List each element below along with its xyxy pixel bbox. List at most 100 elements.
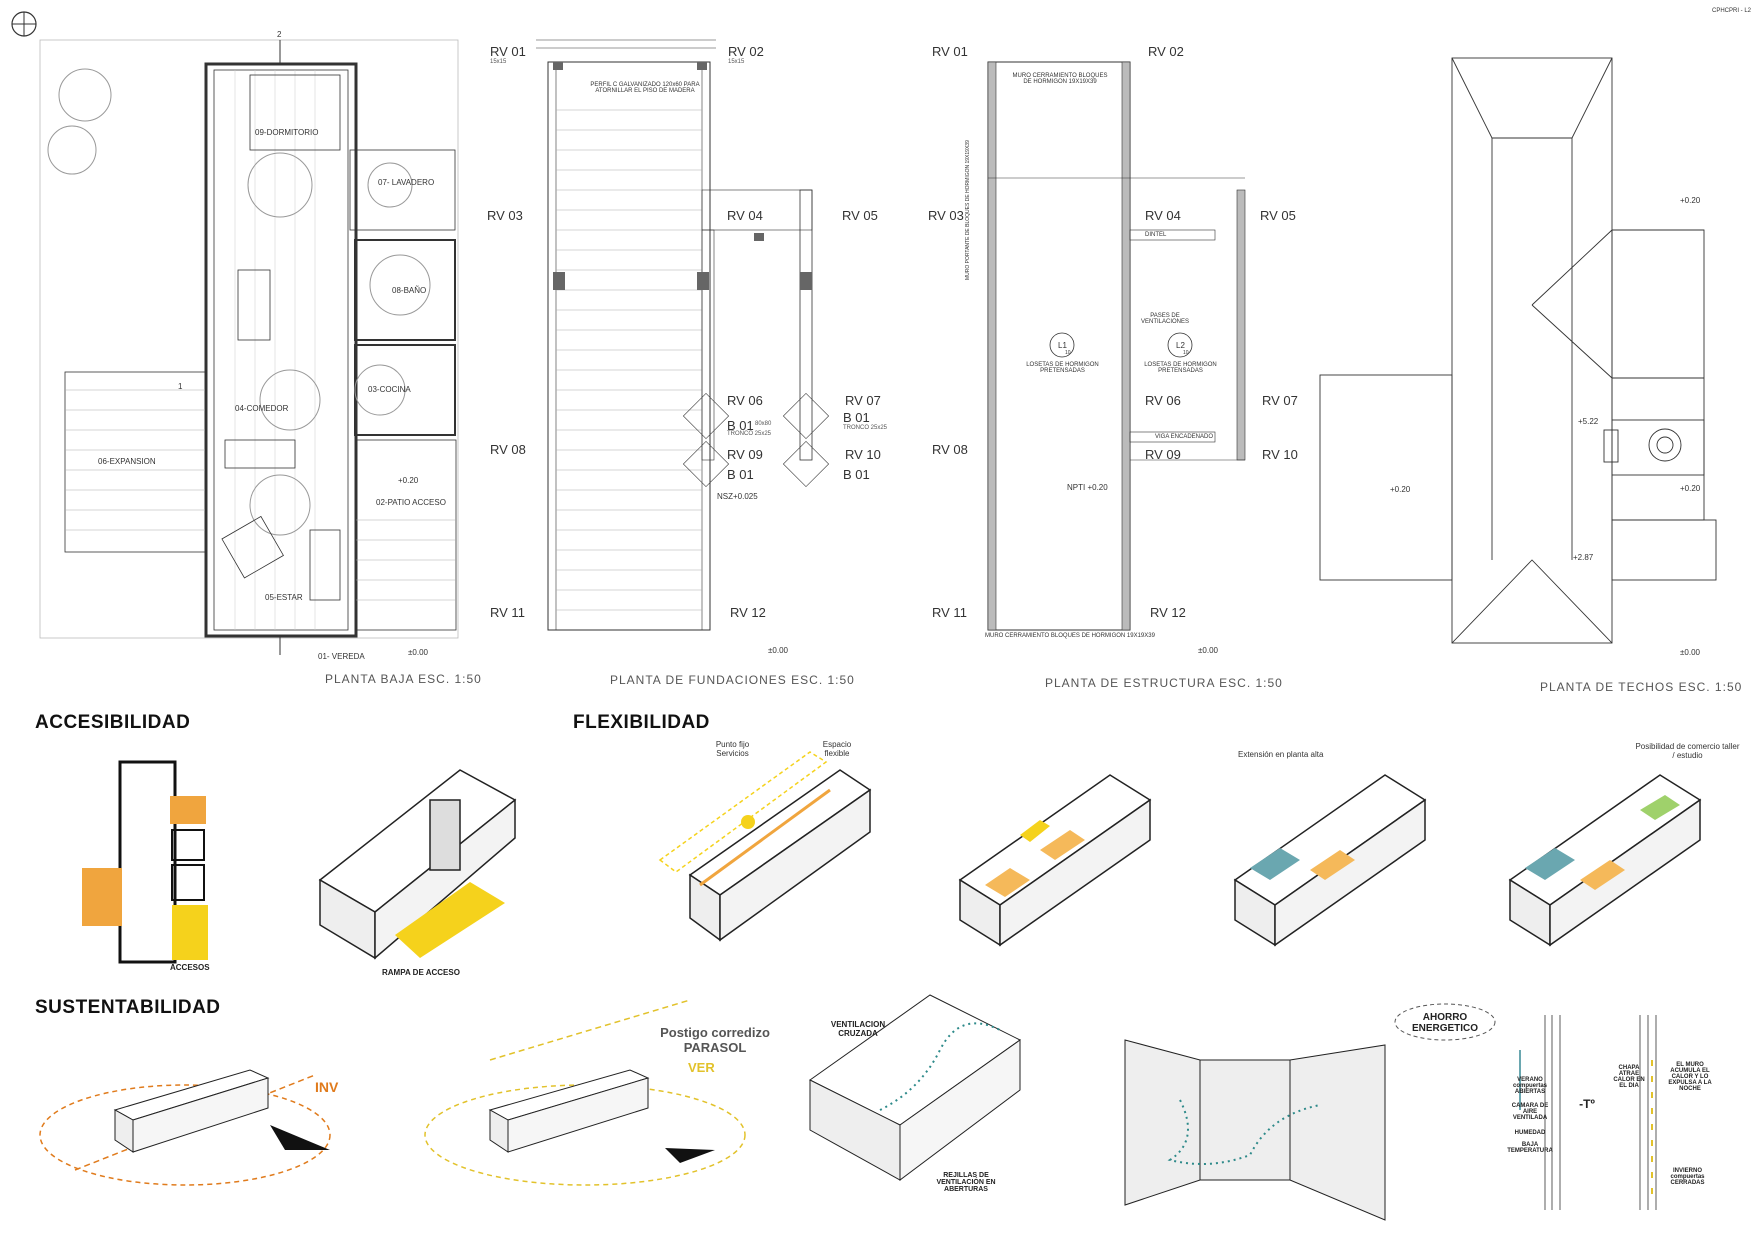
slab-text: LOSETAS DE HORMIGON PRETENSADAS [1144, 362, 1217, 374]
grid-label: RV 10 [845, 447, 881, 462]
grid-label: RV 12 [1150, 605, 1186, 620]
ver-label: VER [688, 1060, 715, 1075]
planta-baja-drawing [39, 39, 459, 655]
muro-label: EL MURO ACUMULA EL CALOR Y LO EXPULSA A … [1668, 1062, 1712, 1092]
grid-label: RV 03 [487, 208, 523, 223]
slab-text: LOSETAS DE HORMIGON PRETENSADAS [1026, 362, 1099, 374]
grid-label: RV 09 [1145, 447, 1181, 462]
grid-label: RV 09 [727, 447, 763, 462]
level-mark: ±0.00 [1680, 648, 1700, 657]
grid-label: RV 02 [728, 44, 764, 59]
flex-label: Espacio flexible [822, 740, 852, 758]
sustentabilidad-heading: SUSTENTABILIDAD [35, 997, 221, 1018]
sustentabilidad-inv-diagram [39, 1069, 331, 1186]
slab-id: L1 [1058, 341, 1067, 350]
grid-label: RV 04 [727, 208, 763, 223]
sustentabilidad-muro-section [1519, 1015, 1657, 1210]
chapa-label: CHAPA ATRAE CALOR EN EL DIA [1613, 1065, 1645, 1089]
grid-label: RV 11 [932, 605, 967, 620]
base-label: B 01 [727, 467, 754, 482]
postigo-label: Postigo corredizo PARASOL [660, 1025, 770, 1055]
slab-sub: 10 [1183, 350, 1189, 356]
level-mark: NSZ+0.025 [717, 492, 758, 501]
grid-label: RV 06 [727, 393, 763, 408]
grid-label: RV 08 [490, 442, 526, 457]
invierno-label: INVIERNO compuertas CERRADAS [1670, 1168, 1705, 1186]
verano-label: VERANO compuertas ABIERTAS [1512, 1077, 1547, 1095]
humedad-label: HUMEDAD [1514, 1130, 1546, 1136]
grid-size: 15x15 [728, 59, 745, 65]
base-label: B 01 [843, 467, 870, 482]
room-label: 09-DORMITORIO [255, 128, 319, 137]
level-mark: ±0.00 [768, 646, 788, 655]
slab-sub: 10 [1065, 350, 1071, 356]
flex-label: Punto fijo Servicios [715, 740, 750, 758]
room-label: 05-ESTAR [265, 593, 303, 602]
structure-note: DINTEL [1145, 232, 1167, 238]
level-mark: NPTI +0.20 [1067, 483, 1108, 492]
flexibilidad-axo-4 [1508, 774, 1702, 947]
planta-fundaciones-drawing [536, 39, 830, 631]
flex-label: Extensión en planta alta [1238, 750, 1324, 759]
grid-size: 15x15 [490, 59, 507, 65]
planta-estructura-drawing [987, 61, 1246, 631]
grid-label: RV 07 [845, 393, 881, 408]
level-mark: +0.20 [1680, 196, 1701, 205]
flex-label: Posibilidad de comercio taller / estudio [1635, 742, 1740, 760]
sheet-code: CPHCPRI - L2 [1712, 8, 1752, 14]
structure-note: MURO CERRAMIENTO BLOQUES DE HORMIGON 19X… [1012, 73, 1108, 85]
accesibilidad-plan-diagram [82, 760, 208, 964]
room-label: 08-BAÑO [392, 286, 427, 295]
structure-note: MURO CERRAMIENTO BLOQUES DE HORMIGON 19X… [985, 633, 1155, 639]
grid-label: RV 05 [1260, 208, 1296, 223]
room-label: 04-COMEDOR [235, 404, 289, 413]
inv-label: INV [315, 1079, 339, 1095]
grid-label: RV 06 [1145, 393, 1181, 408]
grid-label: RV 05 [842, 208, 878, 223]
base-label: B 01 [843, 410, 870, 425]
tronco-label: TRONCO 25x25 [727, 431, 772, 437]
room-label: 01- VEREDA [318, 652, 365, 661]
fundaciones-note: PERFIL C GALVANIZADO 120x60 PARA ATORNIL… [590, 82, 700, 94]
flexibilidad-heading: FLEXIBILIDAD [573, 712, 710, 733]
rampa-label: RAMPA DE ACCESO [382, 968, 460, 977]
level-mark: +2.87 [1573, 553, 1594, 562]
base-label: B 01 [727, 418, 754, 433]
flexibilidad-axo-3 [1233, 774, 1427, 947]
cut-mark: 2 [277, 30, 282, 39]
planta-techos-title: PLANTA DE TECHOS ESC. 1:50 [1540, 680, 1743, 694]
grid-label: RV 10 [1262, 447, 1298, 462]
ahorro-label: AHORRO ENERGETICO [1411, 1012, 1479, 1034]
baja-label: BAJA TEMPERATURA [1507, 1142, 1553, 1154]
grid-label: RV 11 [490, 605, 525, 620]
grid-label: RV 08 [932, 442, 968, 457]
room-label: 02-PATIO ACCESO [376, 498, 446, 507]
level-mark: ±0.00 [1198, 646, 1218, 655]
sustentabilidad-ver-diagram [424, 999, 746, 1186]
planta-baja-title: PLANTA BAJA ESC. 1:50 [325, 672, 482, 686]
north-symbol-icon [11, 11, 37, 37]
level-mark: +5.22 [1578, 417, 1599, 426]
grid-label: RV 03 [928, 208, 964, 223]
base-size: 80x80 [755, 421, 772, 427]
rejillas-label: REJILLAS DE VENTILACIÓN EN ABERTURAS [936, 1172, 996, 1193]
camara-label: CAMARA DE AIRE VENTILADA [1511, 1103, 1549, 1121]
cut-mark: 1 [178, 382, 183, 391]
wall-label: MURO PORTANTE DE BLOQUES DE HORMIGON 19X… [965, 140, 971, 280]
accesibilidad-axo-diagram [318, 769, 517, 960]
structure-note: VIGA ENCADENADO [1155, 434, 1214, 440]
level-mark: +0.20 [1390, 485, 1411, 494]
grid-label: RV 07 [1262, 393, 1298, 408]
sustentabilidad-ventilacion-diagram [809, 994, 1021, 1181]
vent-label: VENTILACION CRUZADA [830, 1020, 886, 1038]
planta-techos-drawing [1319, 57, 1717, 644]
temp-label: -Tº [1579, 1097, 1595, 1111]
planta-estructura-title: PLANTA DE ESTRUCTURA ESC. 1:50 [1045, 676, 1283, 690]
level-mark: ±0.00 [408, 648, 428, 657]
planta-fundaciones-title: PLANTA DE FUNDACIONES ESC. 1:50 [610, 673, 855, 687]
room-label: 03-COCINA [368, 385, 411, 394]
flexibilidad-axo-1 [658, 751, 872, 942]
slab-id: L2 [1176, 341, 1185, 350]
accesibilidad-heading: ACCESIBILIDAD [35, 712, 191, 733]
